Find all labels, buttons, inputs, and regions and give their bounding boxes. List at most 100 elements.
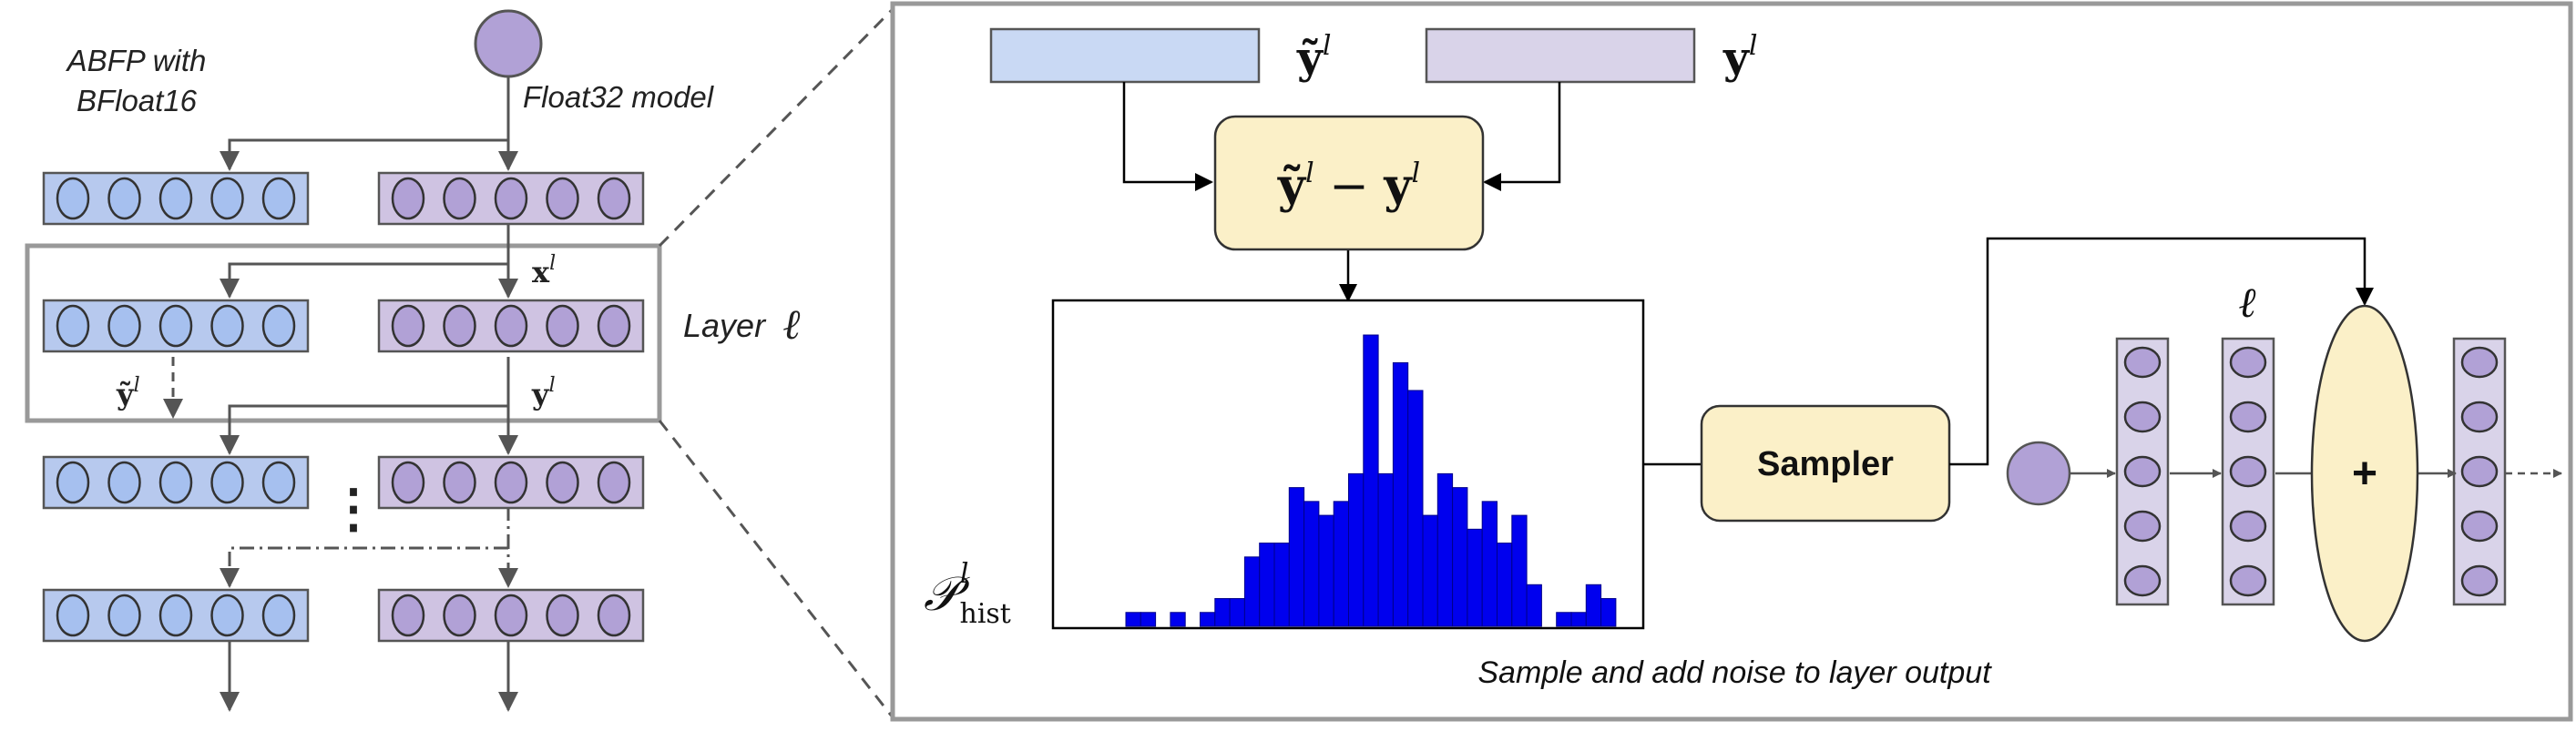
neuron-node [443, 304, 476, 348]
network-neuron [2460, 346, 2499, 379]
neuron-node [494, 461, 528, 504]
neuron-node [546, 594, 579, 637]
neuron-node [261, 304, 296, 348]
neuron-node [443, 461, 476, 504]
y-bar-label: yl [1722, 30, 1758, 84]
x-l-label: xl [532, 252, 556, 289]
neuron-node [56, 594, 90, 637]
histogram-bar [1303, 501, 1320, 627]
neuron-node [261, 594, 296, 637]
histogram-bar [1422, 514, 1438, 627]
neuron-node [597, 461, 631, 504]
histogram-bar [1467, 528, 1483, 627]
adder-ellipse [2310, 304, 2419, 643]
histogram-bar [1229, 598, 1245, 627]
histogram-bar [1333, 501, 1349, 627]
float32-model-label: Float32 model [523, 80, 715, 114]
neuron-node [210, 177, 244, 220]
abfp-label-line2: BFloat16 [77, 84, 198, 117]
network-neuron [2229, 564, 2267, 597]
neuron-node [107, 177, 141, 220]
net-input-node [2006, 441, 2071, 506]
neuron-node [107, 594, 141, 637]
abfp-label-line1: ABFP with [66, 44, 207, 77]
histogram-bar [1140, 612, 1157, 627]
ytilde-bar-label: ỹl [1296, 30, 1332, 84]
sampler-label: Sampler [1757, 445, 1894, 483]
neuron-node [391, 304, 425, 348]
network-neuron [2229, 346, 2267, 379]
histogram-bars [1125, 334, 1617, 627]
neuron-node [597, 594, 631, 637]
histogram-bar [1243, 556, 1261, 627]
neuron-node [443, 594, 476, 637]
y-l-label: yl [531, 374, 556, 411]
input-node [474, 9, 543, 78]
neuron-node [158, 177, 193, 220]
network-columns [2115, 337, 2507, 606]
neuron-node [56, 461, 90, 504]
neuron-node [391, 594, 425, 637]
layer-box [25, 243, 662, 423]
histogram-bar [1125, 612, 1141, 627]
histogram-bar [1363, 334, 1379, 627]
network-neuron [2123, 564, 2162, 597]
network-neuron [2123, 455, 2162, 488]
network-neuron [2460, 401, 2499, 433]
neuron-node [546, 461, 579, 504]
histogram-bar [1452, 487, 1468, 627]
histogram-bar [1526, 584, 1542, 627]
neuron-node [443, 177, 476, 220]
histogram-bar [1288, 487, 1305, 627]
adder-plus: + [2352, 450, 2377, 498]
neuron-node [107, 304, 141, 348]
network-neuron [2460, 510, 2499, 543]
neuron-node [597, 177, 631, 220]
histogram-bar [1600, 598, 1617, 627]
neuron-node [597, 304, 631, 348]
network-neuron [2123, 510, 2162, 543]
neuron-node [546, 177, 579, 220]
histogram-bar [1214, 598, 1231, 627]
zoom-line-bottom [658, 420, 894, 718]
network-neuron [2123, 401, 2162, 433]
neuron-node [261, 177, 296, 220]
histogram-bar [1585, 584, 1602, 627]
network-neuron [2229, 510, 2267, 543]
histogram-bar [1497, 543, 1513, 627]
histogram-bar [1318, 514, 1334, 627]
left-connections [163, 76, 518, 712]
histogram-bar [1436, 472, 1454, 627]
histogram-bar [1556, 612, 1572, 627]
diff-arrows [1122, 82, 1561, 302]
neuron-node [391, 461, 425, 504]
neuron-node [56, 177, 90, 220]
difference-box [1213, 115, 1485, 251]
ytilde-l-label: ỹl [116, 374, 140, 411]
neuron-node [494, 177, 528, 220]
layer-word: Layer [683, 307, 767, 344]
neuron-node [158, 304, 193, 348]
neuron-node [261, 461, 296, 504]
panel-caption: Sample and add noise to layer output [1477, 655, 1992, 690]
histogram-bar [1481, 501, 1498, 627]
layer-symbol: ℓ [783, 300, 802, 349]
histogram-bar [1407, 390, 1424, 627]
network-neuron [2229, 455, 2267, 488]
neuron-node [158, 461, 193, 504]
ytilde-bar [989, 27, 1261, 84]
sampler-to-adder-line [1949, 237, 2374, 466]
zoom-detail-panel: ỹl yl ỹl − yl 𝒫histl Sampler [890, 1, 2573, 722]
zoom-line-top [658, 7, 894, 248]
network-neuron [2460, 564, 2499, 597]
neuron-node [391, 177, 425, 220]
left-network-diagram: ABFP with BFloat16 Float32 model Layer ℓ… [25, 7, 894, 718]
histogram-bar [1273, 543, 1290, 627]
histogram-bar [1170, 612, 1186, 627]
layer-l-symbol: ℓ [2239, 278, 2257, 327]
neuron-node [210, 461, 244, 504]
neuron-node [494, 304, 528, 348]
y-bar [1425, 27, 1696, 84]
